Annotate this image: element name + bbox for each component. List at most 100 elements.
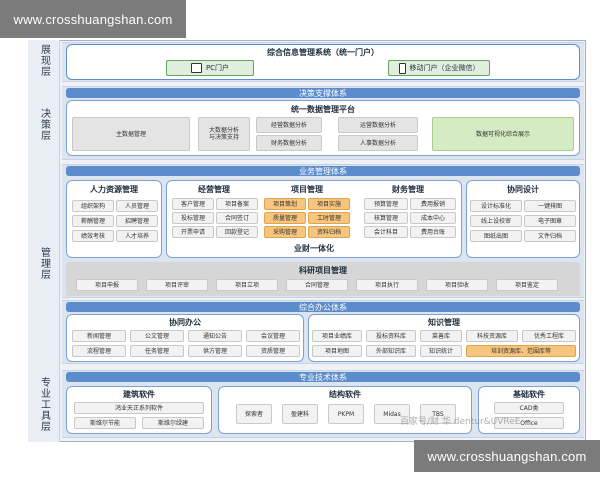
hr-item: 人员管理	[116, 200, 158, 212]
collab-design-item: 文件归档	[524, 230, 576, 242]
knowledge-item: 菜善库	[420, 330, 462, 342]
monitor-icon	[190, 63, 202, 73]
research-item: 项目立项	[216, 279, 278, 291]
hr-item: 人才培养	[116, 230, 158, 242]
knowledge-item: 知识统计	[420, 345, 462, 357]
layer-label-decision: 决策层	[38, 107, 50, 141]
collab-office-item: 资质管理	[246, 345, 300, 357]
pc-portal-label: PC门户	[205, 64, 230, 72]
mobile-portal-label: 移动门户（企业微信）	[409, 64, 480, 72]
architecture-item: 斯维尔绿建	[142, 417, 204, 429]
ops-data-analysis-cell: 运营数据分析	[338, 117, 418, 133]
collab-office-item: 供方管理	[188, 345, 242, 357]
hr-item: 组织架构	[72, 200, 114, 212]
research-item: 项目评审	[146, 279, 208, 291]
collab-design-item: 一键排图	[524, 200, 576, 212]
operations-item: 合同签订	[216, 212, 258, 224]
knowledge-item: 项目地图	[312, 345, 362, 357]
collab-design-item: 线上设校审	[470, 215, 522, 227]
display-panel	[66, 44, 580, 80]
collab-office-item: 会议管理	[246, 330, 300, 342]
finance-item: 会计科目	[364, 226, 408, 238]
project-item: 资料归档	[308, 226, 350, 238]
basic-item: Office	[494, 417, 564, 429]
collab-design-title: 协同设计	[507, 185, 539, 194]
collab-office-item: 公文管理	[130, 330, 184, 342]
collab-office-item: 任务管理	[130, 345, 184, 357]
research-item: 项目执行	[356, 279, 418, 291]
hr-item: 绩效考核	[72, 230, 114, 242]
knowledge-item: 投标资料库	[366, 330, 416, 342]
hr-analysis-cell: 人事数据分析	[338, 135, 418, 151]
finance-item: 费用报销	[410, 198, 456, 210]
architecture-item: 斯维尔节能	[74, 417, 136, 429]
project-item: 项目策划	[264, 198, 306, 210]
knowledge-item: 项目业绩库	[312, 330, 362, 342]
operations-item: 回款登记	[216, 226, 258, 238]
hr-title: 人力资源管理	[90, 185, 138, 194]
project-item: 质量管理	[264, 212, 306, 224]
watermark-top: www.crosshuangshan.com	[0, 0, 186, 38]
finance-item: 成本中心	[410, 212, 456, 224]
basic-title: 基础软件	[513, 390, 545, 399]
mobile-portal-button[interactable]: 移动门户（企业微信）	[388, 60, 490, 76]
knowledge-item: 培训资源库、范围库等	[466, 345, 576, 357]
big-data-cell: 大数据分析 与决策支持	[198, 117, 250, 151]
research-title: 科研项目管理	[299, 266, 347, 275]
knowledge-item: 外部知识库	[366, 345, 416, 357]
hr-item: 薪酬管理	[72, 215, 114, 227]
tools-band: 专业技术体系	[66, 372, 580, 382]
collab-office-title: 协同办公	[169, 318, 201, 327]
layer-label-column	[28, 40, 60, 442]
finance-item: 预算管理	[364, 198, 408, 210]
structure-item: TBS	[420, 404, 456, 424]
visual-display-cell: 数据可视化综合展示	[432, 117, 574, 151]
layer-label-display: 展现层	[38, 43, 50, 77]
master-data-cell: 主数据管理	[72, 117, 190, 151]
social-watermark-text: 百家号/财 华 dentur&UVReE	[400, 417, 521, 427]
collab-office-item: 流程管理	[72, 345, 126, 357]
collab-office-item: 新闻管理	[72, 330, 126, 342]
architecture-item: 鸿业天正系列软件	[74, 402, 204, 414]
office-band: 综合办公体系	[66, 302, 580, 312]
collab-design-item: 设计标准化	[470, 200, 522, 212]
finance-analysis-cell: 财务数据分析	[256, 135, 322, 151]
data-platform-title: 统一数据管理平台	[291, 105, 355, 114]
business-band: 业务管理体系	[66, 166, 580, 176]
integration-label: 业财一体化	[294, 244, 334, 253]
finance-item: 费用台账	[410, 226, 456, 238]
research-item: 项目验收	[426, 279, 488, 291]
operations-item: 项目备案	[216, 198, 258, 210]
research-item: 合同管理	[286, 279, 348, 291]
operations-item: 投标管理	[172, 212, 214, 224]
structure-title: 结构软件	[329, 390, 361, 399]
hr-item: 招聘管理	[116, 215, 158, 227]
architecture-title: 建筑软件	[123, 390, 155, 399]
watermark-bottom: www.crosshuangshan.com	[414, 440, 600, 472]
collab-office-item: 通知公告	[188, 330, 242, 342]
decision-band: 决策支撑体系	[66, 88, 580, 98]
display-title: 综合信息管理系统（统一门户）	[267, 48, 379, 57]
collab-design-item: 电子图章	[524, 215, 576, 227]
project-item: 工时管理	[308, 212, 350, 224]
collab-design-item: 图纸出图	[470, 230, 522, 242]
layer-label-tools: 专业工具层	[38, 376, 50, 432]
operations-item: 开票申请	[172, 226, 214, 238]
research-item: 项目鉴定	[496, 279, 558, 291]
finance-item: 核算管理	[364, 212, 408, 224]
basic-item: CAD类	[494, 402, 564, 414]
operations-analysis-cell: 经营数据分析	[256, 117, 322, 133]
knowledge-title: 知识管理	[428, 318, 460, 327]
structure-item: Midas	[374, 404, 410, 424]
knowledge-item: 科技资源库	[466, 330, 518, 342]
structure-item: 盈建科	[282, 404, 318, 424]
knowledge-item: 优秀工程库	[522, 330, 576, 342]
phone-icon	[398, 62, 406, 74]
structure-item: 探索者	[236, 404, 272, 424]
pc-portal-button[interactable]: PC门户	[166, 60, 254, 76]
operations-title: 经营管理	[198, 185, 230, 194]
structure-item: PKPM	[328, 404, 364, 424]
layer-label-management: 管理层	[38, 246, 50, 280]
project-item: 采购管理	[264, 226, 306, 238]
finance-title: 财务管理	[392, 185, 424, 194]
